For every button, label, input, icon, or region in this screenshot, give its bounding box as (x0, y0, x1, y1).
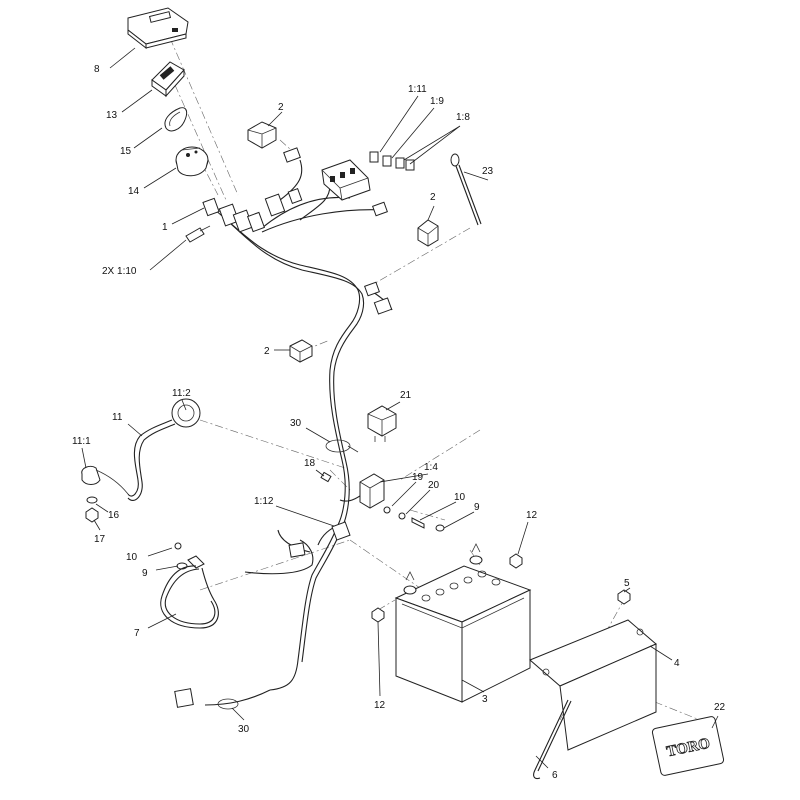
callout-14: 14 (128, 186, 140, 197)
fuse-block (321, 159, 371, 201)
toro-decal: TORO (651, 716, 725, 776)
callout-1: 1 (162, 222, 168, 233)
callout-19: 19 (412, 472, 424, 483)
battery-cable (160, 542, 219, 629)
connector-block (202, 188, 303, 233)
rocker-switch (151, 61, 185, 98)
switch-bezel (164, 107, 188, 132)
small-connector (320, 471, 332, 483)
connector-112 (288, 521, 351, 558)
callout-21: 21 (400, 390, 412, 401)
relay-lower (289, 339, 313, 363)
callout-2-lower: 2 (264, 346, 270, 357)
callout-18: 18 (304, 458, 316, 469)
hold-down-bracket (529, 619, 657, 751)
relay-top (247, 121, 277, 149)
callout-22: 22 (714, 702, 726, 713)
callout-11-2: 11:2 (172, 388, 191, 399)
callout-13: 13 (106, 110, 118, 121)
fuses (369, 151, 415, 171)
callout-9-left: 9 (142, 568, 148, 579)
callout-17: 17 (94, 534, 106, 545)
callout-11: 11 (112, 412, 123, 423)
callout-10-left: 10 (126, 552, 138, 563)
callout-6: 6 (552, 770, 558, 781)
harness-plugs (283, 147, 393, 315)
cable-tie-upper (325, 439, 359, 453)
fuse-holder (359, 473, 385, 509)
callout-11-1: 11:1 (72, 436, 91, 447)
buzzer-cable (81, 398, 201, 501)
callout-23: 23 (482, 166, 494, 177)
j-bolt (533, 699, 572, 780)
callout-16: 16 (108, 510, 120, 521)
battery-bolt-lower (371, 607, 385, 623)
callout-12-upper: 12 (526, 510, 538, 521)
callout-10-right: 10 (454, 492, 466, 503)
callout-20: 20 (428, 480, 440, 491)
hold-down-nut (617, 589, 631, 605)
fuse-lead (450, 153, 482, 226)
callout-3: 3 (482, 694, 488, 705)
callout-1-9: 1:9 (430, 96, 444, 107)
battery-hardware (383, 506, 445, 532)
callout-15: 15 (120, 146, 132, 157)
callout-30-upper: 30 (290, 418, 302, 429)
relay-21 (367, 405, 397, 442)
callout-4: 4 (674, 658, 680, 669)
callout-1-12: 1:12 (254, 496, 274, 507)
callout-5: 5 (624, 578, 630, 589)
callout-labels: 8 13 15 14 1 2X 1:10 2 1:11 1:9 1:8 23 2… (72, 64, 726, 781)
callout-30-lower: 30 (238, 724, 250, 735)
callout-7: 7 (134, 628, 140, 639)
callout-8: 8 (94, 64, 100, 75)
callout-1-11: 1:11 (408, 84, 427, 95)
callout-2-right: 2 (430, 192, 436, 203)
callout-1-8: 1:8 (456, 112, 470, 123)
nut-washer (85, 496, 99, 523)
callout-2x-1-10: 2X 1:10 (102, 266, 137, 277)
wire-harness (204, 159, 393, 706)
battery-bolt-upper (509, 553, 523, 569)
callout-12-lower: 12 (374, 700, 386, 711)
callout-9-right: 9 (474, 502, 480, 513)
terminal-connector (185, 225, 211, 243)
callout-2-top: 2 (278, 102, 284, 113)
callout-1-4: 1:4 (424, 462, 438, 473)
leader-lines (81, 47, 719, 769)
hour-meter (127, 7, 189, 50)
battery (394, 543, 532, 703)
cable-tie-lower (174, 688, 239, 710)
relay-right (417, 219, 439, 247)
key-switch (175, 146, 209, 177)
